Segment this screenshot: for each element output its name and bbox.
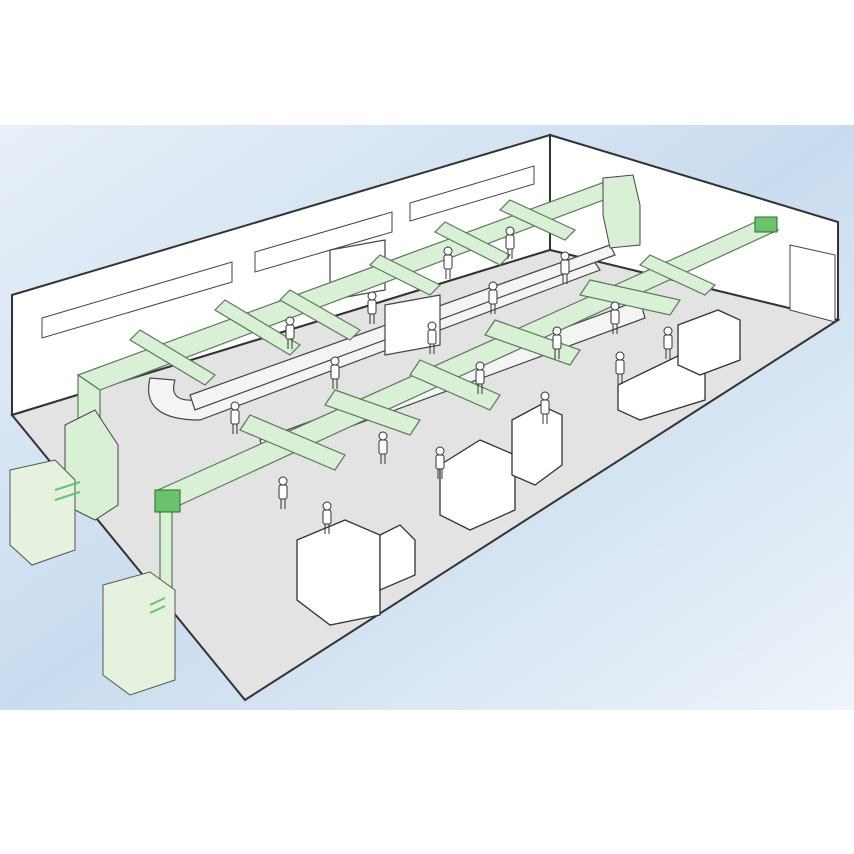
worker-figure xyxy=(552,326,562,359)
worker-figure xyxy=(488,281,498,314)
worker-figure xyxy=(505,226,515,259)
worker-figure xyxy=(367,291,377,324)
worker-figure xyxy=(322,501,332,534)
worker-figure xyxy=(230,401,240,434)
ducts xyxy=(76,179,780,611)
refrigerant-pipes xyxy=(54,481,166,614)
worker-figure xyxy=(475,361,485,394)
worker-figure xyxy=(615,351,625,384)
worker-figure xyxy=(443,246,453,279)
worker-figure xyxy=(427,321,437,354)
worker-figure xyxy=(540,391,550,424)
worker-figure xyxy=(435,446,445,479)
air-handler-unit-right xyxy=(602,174,641,249)
worker-figure xyxy=(663,326,673,359)
worker-figure xyxy=(330,356,340,389)
windows xyxy=(41,165,535,339)
storage-rack xyxy=(789,244,836,323)
machine-boxes xyxy=(296,309,741,626)
worker-figure xyxy=(285,316,295,349)
worker-figure xyxy=(378,431,388,464)
worker-figure xyxy=(278,476,288,509)
duct-accent-back xyxy=(754,216,778,233)
worker-figure xyxy=(610,301,620,334)
duct-accent-front xyxy=(154,489,181,513)
worker-figure xyxy=(560,251,570,284)
workers xyxy=(230,226,673,534)
